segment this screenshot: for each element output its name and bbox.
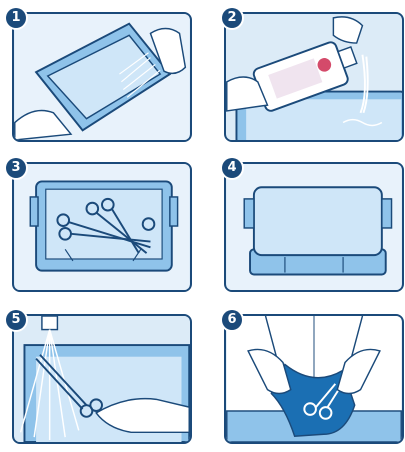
rinsing-instrument-illustration	[14, 316, 190, 442]
step-number-badge: 6	[222, 310, 242, 330]
pouring-solution-illustration	[226, 14, 402, 140]
step-1-panel	[12, 12, 192, 142]
instruments-in-tray-illustration	[14, 164, 190, 290]
step-number-badge: 5	[6, 310, 26, 330]
drying-instrument-illustration	[226, 316, 402, 442]
step-number-badge: 4	[222, 158, 242, 178]
step-6-panel	[224, 314, 404, 444]
covered-tray-illustration	[226, 164, 402, 290]
step-number-badge: 3	[6, 158, 26, 178]
step-number-badge: 1	[6, 8, 26, 28]
step-5-panel	[12, 314, 192, 444]
tray-tilted-illustration	[14, 14, 190, 140]
step-2-panel	[224, 12, 404, 142]
step-4-panel	[224, 162, 404, 292]
step-3-panel	[12, 162, 192, 292]
step-number-badge: 2	[222, 8, 242, 28]
